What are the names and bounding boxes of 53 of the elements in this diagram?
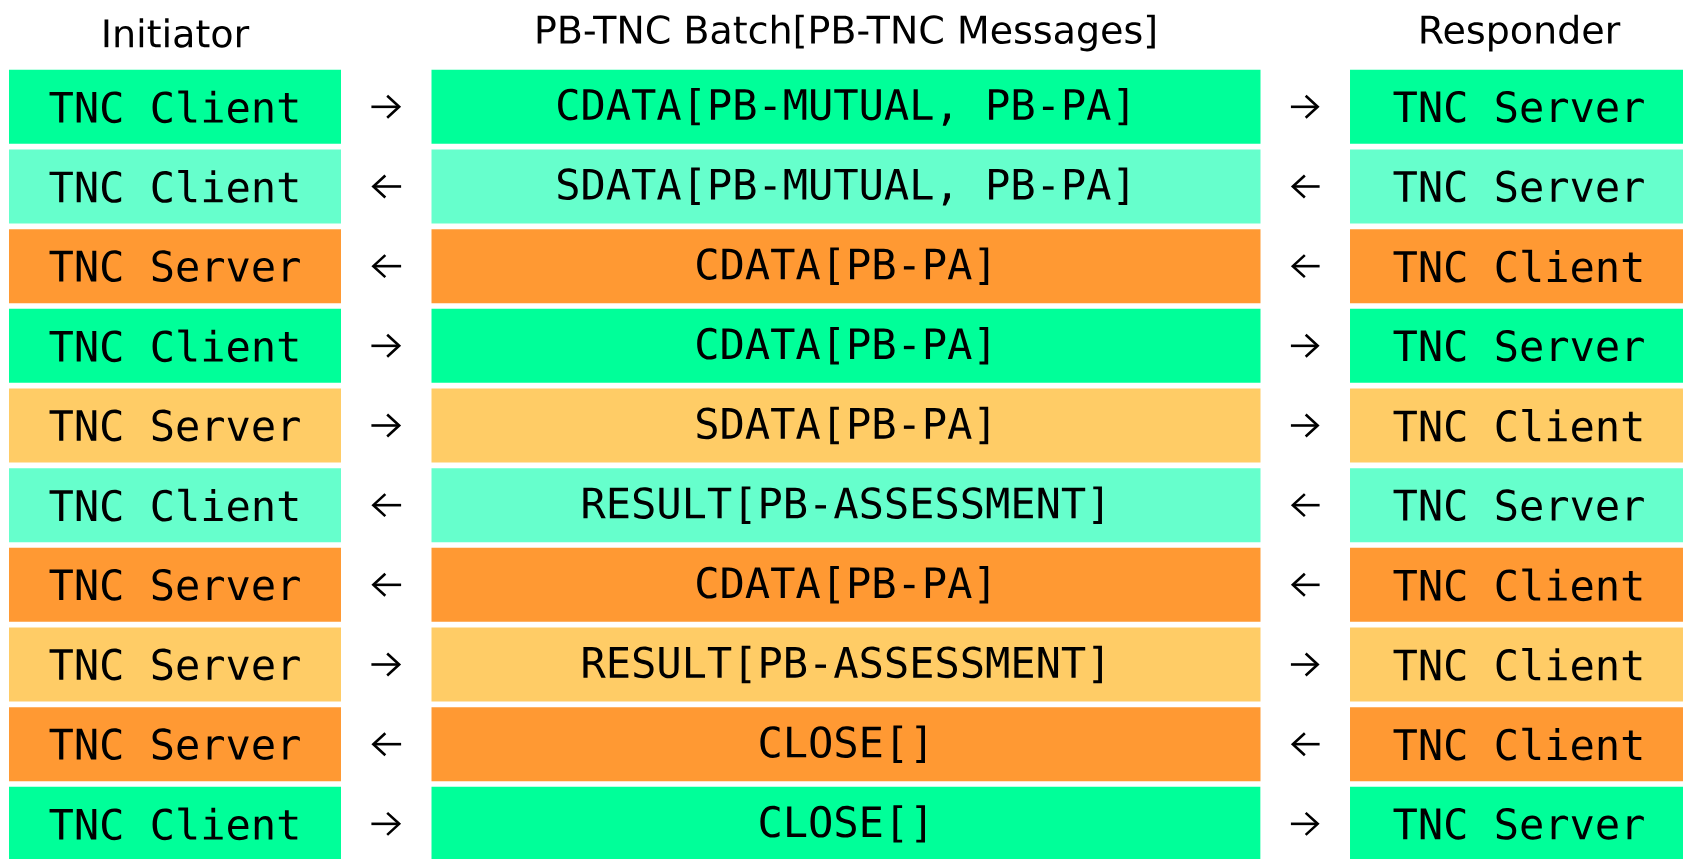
arrow [371,493,402,518]
arrow [1290,732,1320,757]
arrow [1290,174,1320,199]
arrow [371,572,402,597]
message-box: TNC Client [1350,229,1683,304]
arrow [1290,572,1320,597]
arrow [1290,254,1320,279]
arrow [371,652,402,677]
arrow [1290,652,1320,677]
message-box: TNC Server [9,627,341,702]
column-heading: PB-TNC Batch[PB-TNC Messages] [537,14,1155,52]
arrow [1290,811,1320,836]
message-box: TNC Client [1350,627,1683,702]
message-box: SDATA[PB-PA] [431,388,1261,463]
message-box: CLOSE[] [431,707,1261,782]
arrow [371,94,402,119]
message-box: TNC Client [1350,388,1683,463]
arrow [1290,333,1320,358]
message-box: TNC Server [1350,308,1683,383]
message-box: TNC Client [9,468,341,543]
message-box: TNC Server [1350,149,1683,224]
arrow [371,413,402,438]
arrow [371,732,402,757]
arrow [371,174,402,199]
arrow [371,333,402,358]
message-box: CDATA[PB-PA] [431,229,1261,304]
message-box: TNC Server [9,229,341,304]
message-box: TNC Client [9,149,341,224]
message-box: RESULT[PB-ASSESSMENT] [431,468,1261,543]
column-heading: Responder [1421,14,1621,52]
message-box: TNC Client [1350,707,1683,782]
message-box: TNC Client [9,69,341,144]
column-heading: Initiator [104,18,250,48]
message-box: CLOSE[] [431,786,1261,859]
message-box: SDATA[PB-MUTUAL, PB-PA] [431,149,1261,224]
arrow [371,811,402,836]
message-box: TNC Client [9,786,341,859]
message-box: CDATA[PB-PA] [431,308,1261,383]
message-box: TNC Server [9,547,341,622]
message-box: TNC Client [1350,547,1683,622]
message-box: TNC Server [1350,69,1683,144]
arrow [1290,493,1320,518]
message-box: TNC Server [9,388,341,463]
message-box: CDATA[PB-MUTUAL, PB-PA] [431,69,1261,144]
message-box: TNC Server [9,707,341,782]
message-box: TNC Client [9,308,341,383]
arrow [1290,413,1320,438]
message-box: TNC Server [1350,468,1683,543]
message-box: CDATA[PB-PA] [431,547,1261,622]
arrow [1290,94,1320,119]
message-box: RESULT[PB-ASSESSMENT] [431,627,1261,702]
message-box: TNC Server [1350,786,1683,859]
arrow [371,254,402,279]
